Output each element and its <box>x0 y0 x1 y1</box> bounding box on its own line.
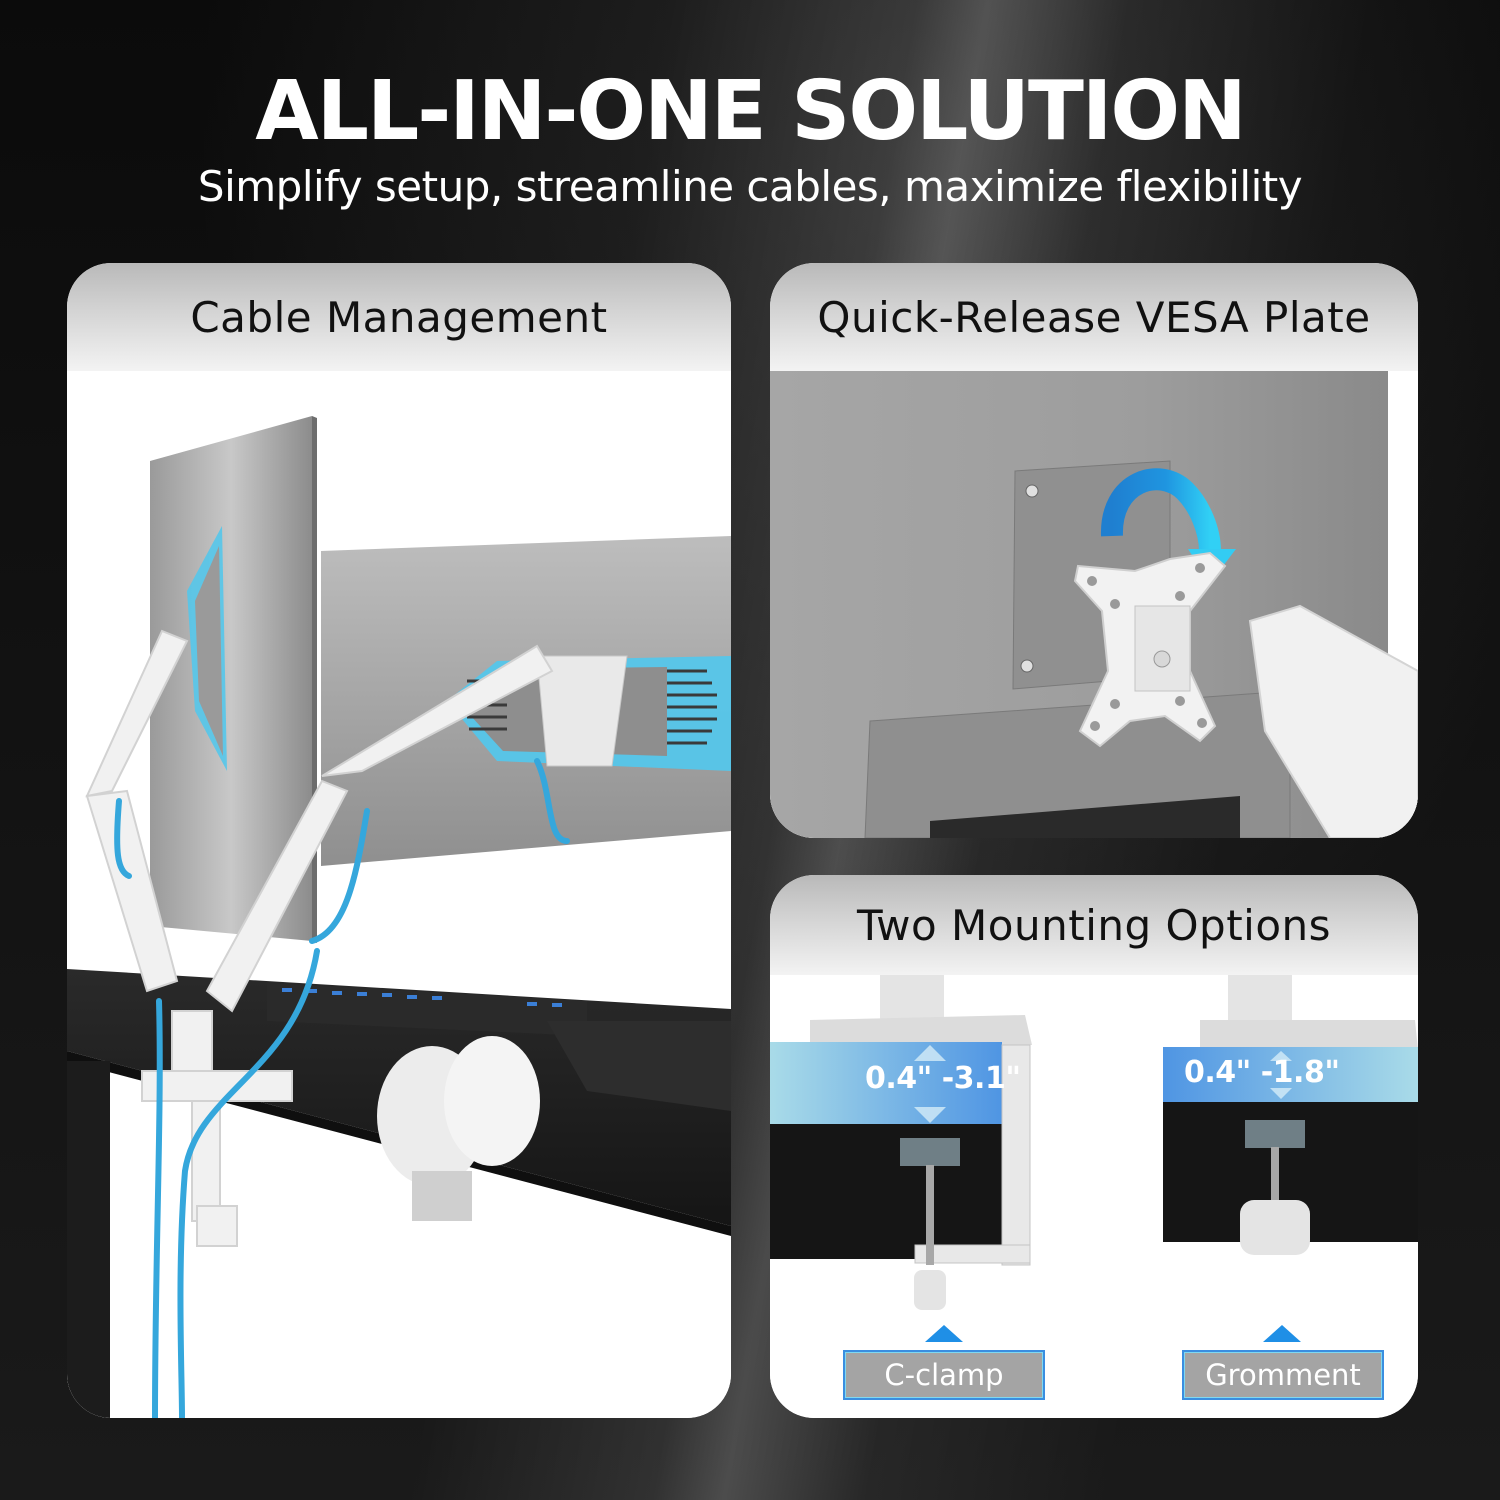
grommet-label-text: Gromment <box>1205 1358 1361 1392</box>
mounting-options-header: Two Mounting Options <box>770 875 1418 975</box>
c-clamp-range-label: 0.4" -3.1" <box>865 1061 1021 1096</box>
cable-management-title: Cable Management <box>190 292 608 342</box>
vesa-plate-header: Quick-Release VESA Plate <box>770 263 1418 371</box>
mounting-options-card: Two Mounting Options <box>770 875 1418 1418</box>
grommet-range-label: 0.4" -1.8" <box>1184 1055 1340 1090</box>
cable-management-card: Cable Management <box>67 263 731 1418</box>
mounting-options-image: 0.4" -3.1" 0.4" -1.8" C-clamp Gromment <box>770 975 1418 1418</box>
grommet-pointer-icon <box>1263 1325 1301 1342</box>
c-clamp-label-text: C-clamp <box>884 1358 1004 1392</box>
page-title: ALL-IN-ONE SOLUTION <box>255 64 1247 159</box>
c-clamp-label: C-clamp <box>843 1350 1045 1400</box>
cable-management-header: Cable Management <box>67 263 731 371</box>
vesa-plate-image <box>770 371 1418 838</box>
clamp-grommet-illustration <box>770 975 1418 1310</box>
c-clamp-pointer-icon <box>925 1325 963 1342</box>
mounting-options-title: Two Mounting Options <box>856 900 1332 950</box>
cable-management-image <box>67 371 731 1418</box>
dual-monitor-arm-illustration <box>67 416 731 1418</box>
vesa-plate-illustration <box>770 371 1418 838</box>
vesa-plate-title: Quick-Release VESA Plate <box>817 292 1371 342</box>
grommet-label: Gromment <box>1182 1350 1384 1400</box>
page-subtitle: Simplify setup, streamline cables, maxim… <box>197 162 1303 211</box>
vesa-plate-card: Quick-Release VESA Plate <box>770 263 1418 838</box>
